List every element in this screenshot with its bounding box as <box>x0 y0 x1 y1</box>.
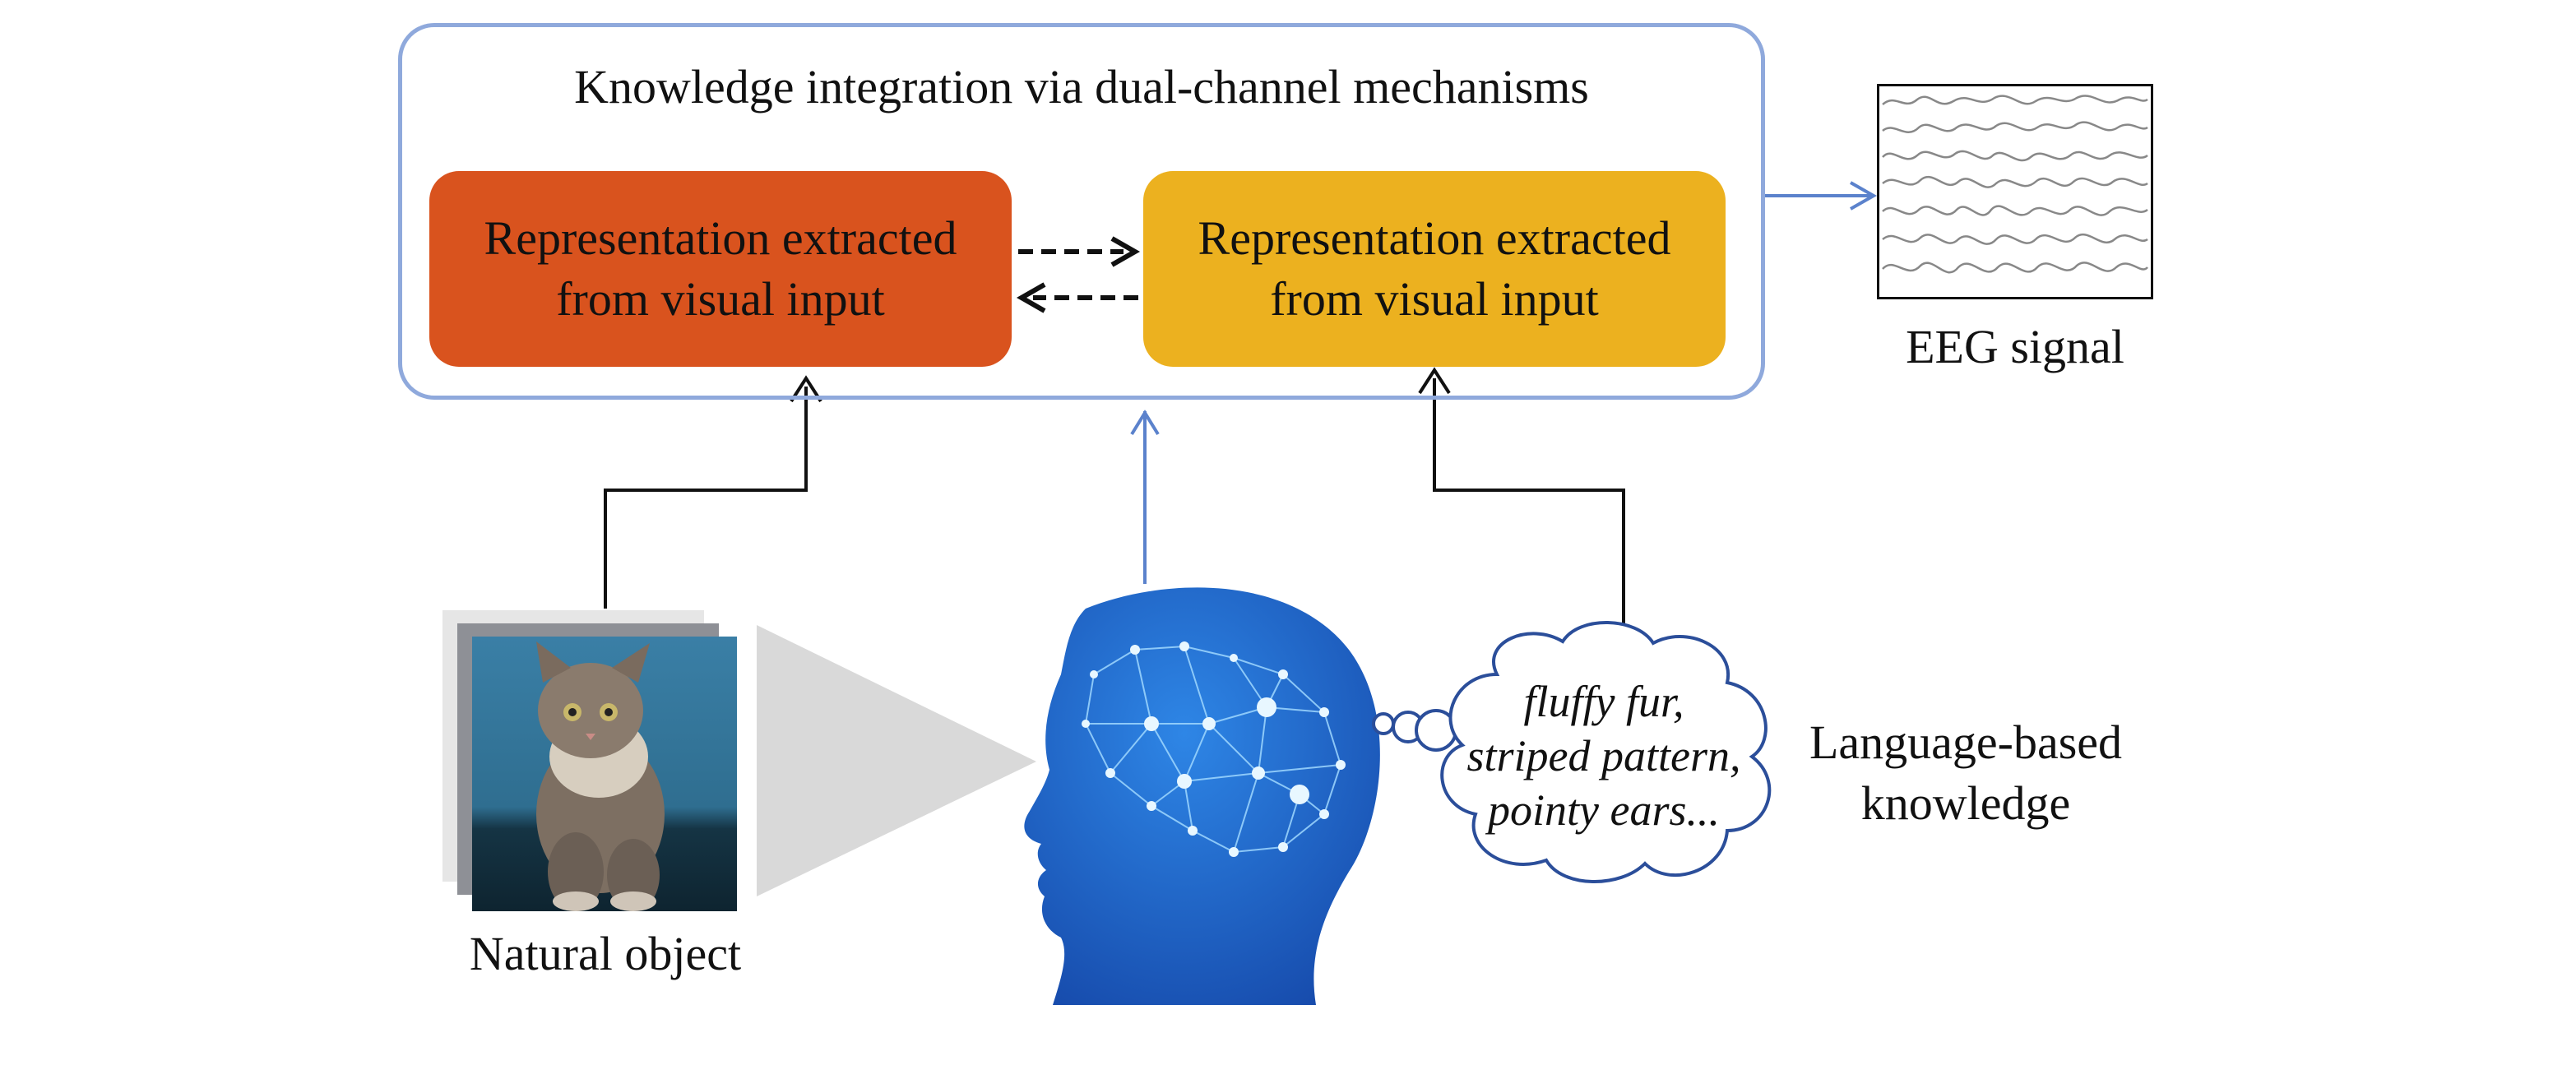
integration-title: Knowledge integration via dual-channel m… <box>574 60 1589 113</box>
thought-bubble-text: fluffy fur, striped pattern, pointy ears… <box>1448 674 1760 837</box>
visual-box-line1: Representation extracted <box>484 211 957 265</box>
integration-box <box>398 23 1765 400</box>
thought-bubble <box>1440 621 1772 883</box>
eeg-waveform <box>1882 95 2148 274</box>
thought-bubble-trail <box>1372 709 1457 752</box>
natural-object-label: Natural object <box>469 927 742 980</box>
head-brain-icon <box>1024 587 1380 1005</box>
cat-photo <box>442 610 737 911</box>
dashed-arrow-right <box>1018 236 1141 267</box>
arrow-language-up <box>1418 367 1625 633</box>
visual-box-line2: from visual input <box>556 272 885 326</box>
bubble-line1: fluffy fur, <box>1523 677 1684 726</box>
arrow-brain-up <box>1130 410 1160 584</box>
language-box-line2: from visual input <box>1270 272 1599 326</box>
bubble-line2: striped pattern, <box>1466 731 1741 780</box>
visual-representation-box: Representation extracted from visual inp… <box>429 171 1012 367</box>
language-label-line2: knowledge <box>1860 776 2071 830</box>
language-representation-box: Representation extracted from visual inp… <box>1143 171 1726 367</box>
language-knowledge-label: Language-based knowledge <box>1760 712 2171 834</box>
arrow-visual-up <box>604 375 822 609</box>
eeg-label: EEG signal <box>1906 320 2124 373</box>
view-cone <box>757 625 1036 896</box>
language-box-line1: Representation extracted <box>1198 211 1671 265</box>
eeg-box <box>1877 84 2153 299</box>
arrow-to-eeg <box>1765 181 1878 211</box>
dashed-arrow-left <box>1016 282 1138 313</box>
bubble-line3: pointy ears... <box>1488 785 1720 835</box>
language-label-line1: Language-based <box>1809 715 2123 769</box>
